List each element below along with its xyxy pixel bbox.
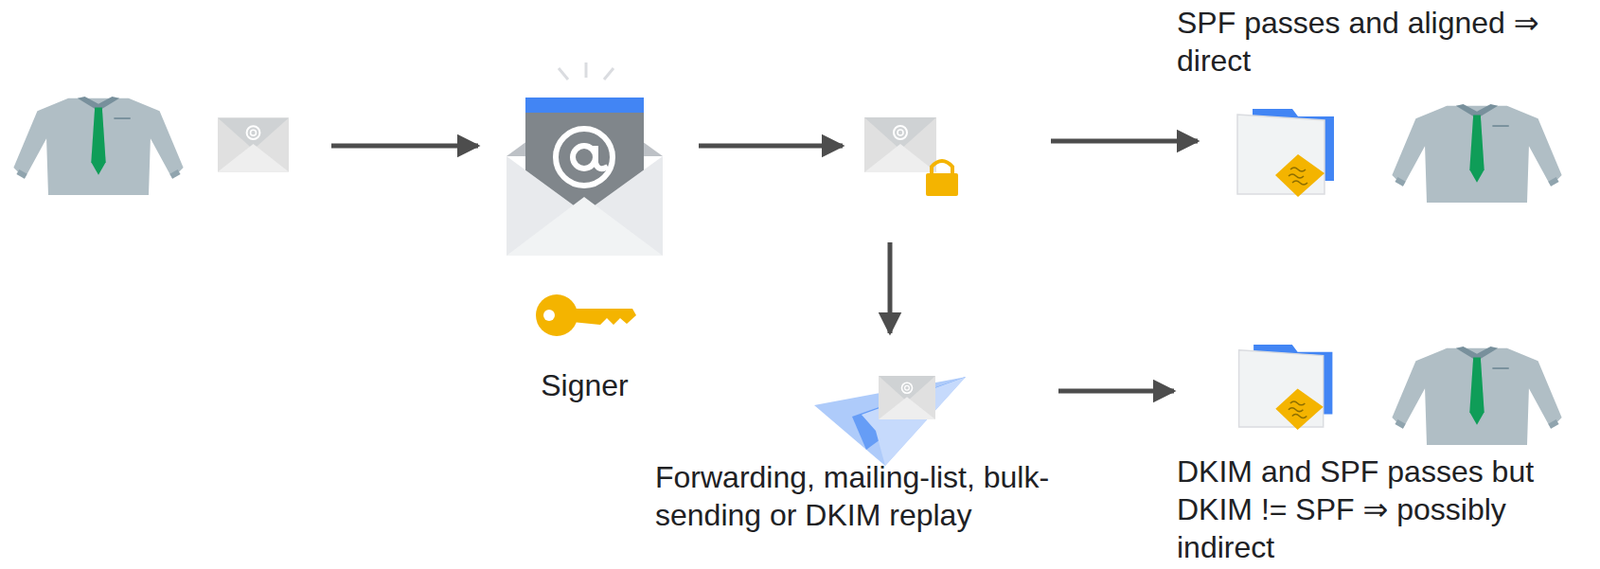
direct-inbox: SPF passes and aligned ⇒ direct <box>1173 0 1600 204</box>
indirect-inbox: DKIM and SPF passes but DKIM != SPF ⇒ po… <box>1173 340 1600 569</box>
lock-icon <box>925 160 959 196</box>
mail-icon <box>506 62 663 256</box>
flow-arrow <box>1058 389 1174 394</box>
node-caption: Signer <box>492 366 677 405</box>
forwarding-group: Forwarding, mailing-list, bulk-sending o… <box>641 371 1059 564</box>
paper-plane-icon <box>814 375 966 466</box>
node-caption: SPF passes and aligned ⇒ direct <box>1176 3 1580 80</box>
node-caption: DKIM and SPF passes but DKIM != SPF ⇒ po… <box>1176 452 1580 567</box>
node-caption: Forwarding, mailing-list, bulk-sending o… <box>655 458 1057 534</box>
signer-group: Signer <box>492 89 677 409</box>
key-icon <box>535 294 637 337</box>
